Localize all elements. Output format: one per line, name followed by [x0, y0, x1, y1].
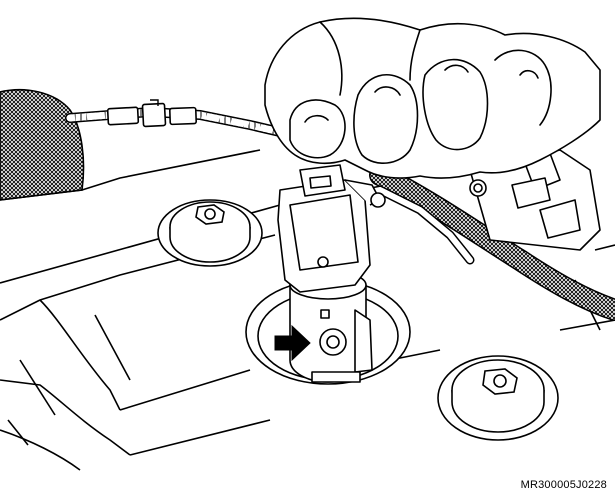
wiring-harness	[65, 99, 285, 137]
figure-code: MR300005J0228	[520, 479, 607, 491]
insulation-pad	[0, 88, 85, 201]
location-arrow	[274, 324, 311, 362]
braided-hose	[369, 164, 615, 321]
cover-cap-right	[437, 355, 559, 441]
sensor-connector	[277, 164, 386, 293]
technician-hand	[264, 17, 601, 179]
cover-cap-left	[157, 199, 263, 267]
